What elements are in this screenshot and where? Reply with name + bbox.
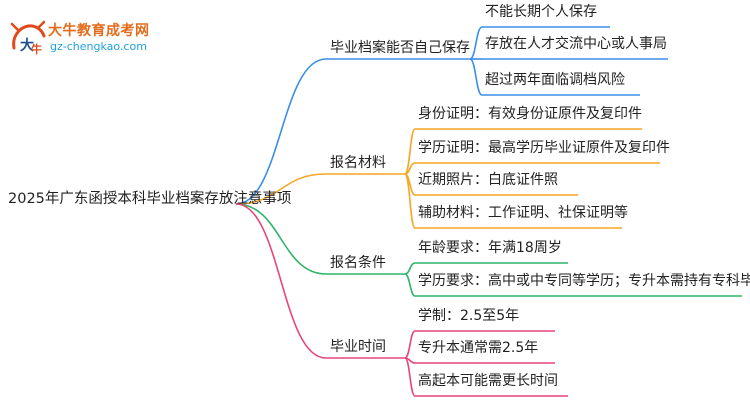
branch-connector bbox=[235, 173, 327, 205]
svg-text:牛: 牛 bbox=[31, 42, 42, 56]
branch-label: 毕业档案能否自己保存 bbox=[330, 40, 470, 56]
leaf-label: 专升本通常需2.5年 bbox=[418, 340, 539, 356]
leaf-label: 学历要求：高中或中专同等学历；专升本需持有专科毕业证 bbox=[418, 273, 750, 289]
branch-label: 毕业时间 bbox=[330, 339, 386, 355]
leaf-label: 超过两年面临调档风险 bbox=[485, 72, 625, 88]
leaf-connector bbox=[469, 26, 483, 60]
branch-connector bbox=[235, 58, 327, 205]
leaf-label: 辅助材料：工作证明、社保证明等 bbox=[418, 205, 628, 221]
leaf-connector bbox=[404, 262, 416, 275]
leaf-connector bbox=[404, 357, 416, 397]
leaf-connector bbox=[404, 330, 416, 359]
svg-text:大: 大 bbox=[20, 37, 34, 54]
leaf-label: 学历证明：最高学历毕业证原件及复印件 bbox=[418, 140, 670, 156]
leaf-connector bbox=[404, 173, 416, 229]
bull-logo-icon: 大 牛 bbox=[10, 20, 46, 56]
branch-connector bbox=[235, 203, 327, 275]
brand-logo: 大 牛 大牛教育成考网 gz-chengkao.com bbox=[8, 18, 208, 58]
logo-name: 大牛教育成考网 bbox=[48, 23, 150, 39]
leaf-label: 学制：2.5至5年 bbox=[418, 308, 520, 324]
branch-connector bbox=[235, 203, 327, 359]
leaf-label: 不能长期个人保存 bbox=[485, 4, 597, 20]
root-topic: 2025年广东函授本科毕业档案存放注意事项 bbox=[8, 191, 292, 207]
branch-label: 报名条件 bbox=[330, 255, 386, 271]
leaf-label: 高起本可能需更长时间 bbox=[418, 373, 558, 389]
leaf-label: 近期照片：白底证件照 bbox=[418, 172, 558, 188]
leaf-connector bbox=[469, 58, 483, 96]
leaf-connector bbox=[404, 128, 416, 175]
leaf-connector bbox=[404, 273, 416, 297]
leaf-label: 存放在人才交流中心或人事局 bbox=[485, 36, 667, 52]
leaf-label: 年龄要求：年满18周岁 bbox=[418, 240, 562, 256]
leaf-label: 身份证明：有效身份证原件及复印件 bbox=[418, 106, 642, 122]
branch-label: 报名材料 bbox=[330, 155, 386, 171]
logo-url: gz-chengkao.com bbox=[50, 40, 147, 53]
